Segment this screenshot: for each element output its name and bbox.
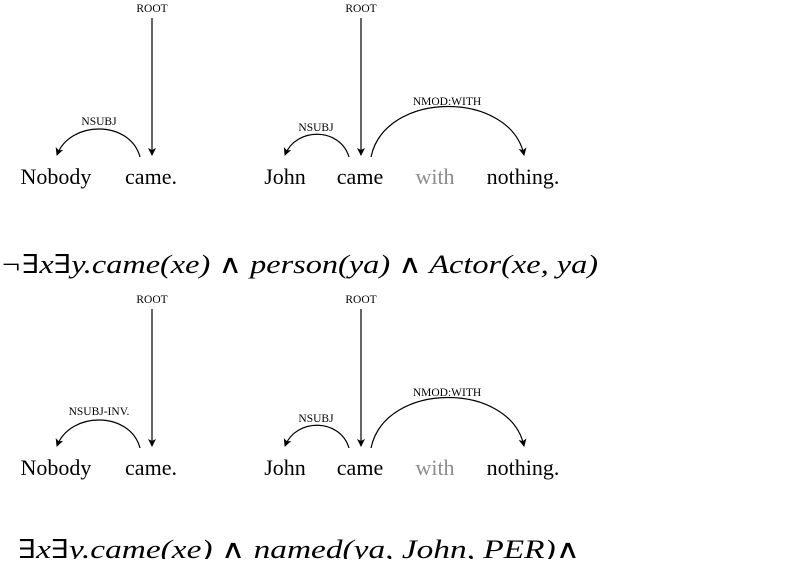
word-came: came. <box>125 164 177 189</box>
word-came: came <box>337 164 383 189</box>
panel-2-tree-john: ROOT NSUBJ NMOD:WITH John came with noth… <box>264 294 559 480</box>
nmod-arc <box>370 106 527 158</box>
nsubj-arc <box>55 128 141 158</box>
panel-1-tree-john: ROOT NSUBJ NMOD:WITH John came with noth… <box>264 3 559 189</box>
root-label: ROOT <box>136 294 167 306</box>
nsubj-inv-arc <box>55 419 141 449</box>
word-nothing: nothing. <box>487 455 560 480</box>
word-came: came <box>337 455 383 480</box>
nmod-arc-label: NMOD:WITH <box>413 387 481 399</box>
nsubj-arc <box>283 424 350 449</box>
root-label: ROOT <box>136 3 167 15</box>
word-with: with <box>415 164 454 189</box>
root-label: ROOT <box>345 3 376 15</box>
nsubj-arc <box>283 133 350 158</box>
panel-1: ROOT NSUBJ Nobody came. ROOT NSUBJ NMOD:… <box>0 3 598 279</box>
logical-formula: ¬∃x∃y.came(xe) ∧ person(ya) ∧ Actor(xe, … <box>0 250 598 279</box>
word-john: John <box>264 455 306 480</box>
nsubj-arc-label: NSUBJ <box>298 122 334 134</box>
word-nobody: Nobody <box>21 164 92 189</box>
nsubj-inv-arc-label: NSUBJ-INV. <box>69 406 130 418</box>
root-label: ROOT <box>345 294 376 306</box>
panel-1-tree-nobody: ROOT NSUBJ Nobody came. <box>21 3 177 189</box>
word-john: John <box>264 164 306 189</box>
nmod-arc <box>370 397 527 449</box>
word-nobody: Nobody <box>21 455 92 480</box>
logical-formula: ∃x∃y.came(xe) ∧ named(ya, John, PER)∧ <box>18 535 580 559</box>
nmod-arc-label: NMOD:WITH <box>413 96 481 108</box>
panel-2-tree-nobody: ROOT NSUBJ-INV. Nobody came. <box>21 294 177 480</box>
nsubj-arc-label: NSUBJ <box>81 116 117 128</box>
panel-2: ROOT NSUBJ-INV. Nobody came. ROOT NSUBJ … <box>18 294 580 564</box>
nsubj-arc-label: NSUBJ <box>298 413 334 425</box>
word-with: with <box>415 455 454 480</box>
word-nothing: nothing. <box>487 164 560 189</box>
word-came: came. <box>125 455 177 480</box>
